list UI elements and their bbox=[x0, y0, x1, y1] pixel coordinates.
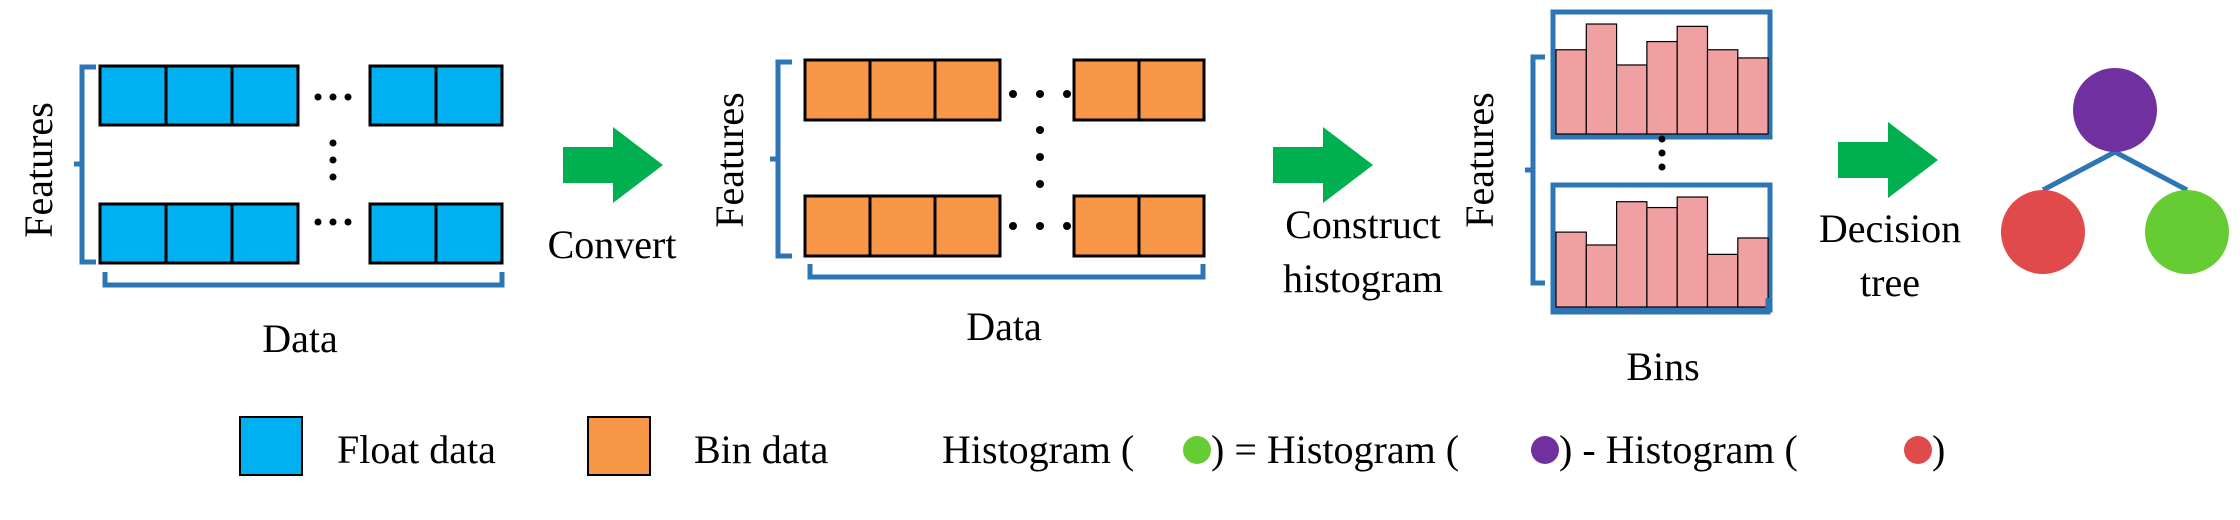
decision-tree bbox=[2001, 68, 2229, 274]
float-data-label: Data bbox=[262, 316, 338, 361]
bin-features-label: Features bbox=[707, 92, 752, 228]
bin-data-panel: Features Data bbox=[707, 58, 1206, 349]
bin-data-label: Data bbox=[966, 304, 1042, 349]
decision-label-line2: tree bbox=[1860, 260, 1920, 305]
bin-ellipsis bbox=[1009, 90, 1071, 230]
decision-label-line1: Decision bbox=[1819, 206, 1961, 251]
bin-data-bracket bbox=[807, 264, 1206, 280]
bottom-histogram bbox=[1555, 196, 1769, 308]
tree-left-node bbox=[2001, 190, 2085, 274]
float-data-cell bbox=[368, 202, 438, 265]
construct-arrow bbox=[1273, 127, 1373, 203]
bin-data-swatch bbox=[587, 416, 651, 476]
float-data-cell bbox=[98, 202, 168, 265]
float-data-cell bbox=[164, 64, 234, 127]
float-data-cell bbox=[434, 202, 504, 265]
float-cells bbox=[98, 64, 504, 265]
equation-green-dot bbox=[1183, 436, 1211, 464]
histogram-equation-part3: ) - Histogram ( bbox=[1559, 427, 1798, 472]
bin-data-cell bbox=[1072, 58, 1141, 122]
bin-data-cell bbox=[803, 194, 872, 258]
top-histogram-bar bbox=[1615, 64, 1648, 135]
bin-data-cell bbox=[868, 194, 937, 258]
bin-data-cell bbox=[1137, 58, 1206, 122]
top-histogram-bar bbox=[1646, 40, 1678, 135]
top-histogram-bar bbox=[1676, 25, 1709, 135]
bin-data-cell bbox=[1137, 194, 1206, 258]
float-features-bracket bbox=[74, 64, 96, 265]
bin-data-cell bbox=[1072, 194, 1141, 258]
float-data-cell bbox=[434, 64, 504, 127]
bottom-histogram-bar bbox=[1585, 244, 1618, 308]
tree-edge-right bbox=[2113, 149, 2189, 193]
bottom-histogram-bar bbox=[1706, 253, 1739, 308]
histogram-features-label: Features bbox=[1457, 92, 1502, 228]
float-data-cell bbox=[368, 64, 438, 127]
float-data-cell bbox=[230, 64, 300, 127]
float-ellipsis bbox=[314, 93, 352, 226]
convert-label: Convert bbox=[548, 222, 677, 267]
bin-data-cell bbox=[933, 194, 1002, 258]
construct-label-line1: Construct bbox=[1285, 202, 1441, 247]
float-data-legend-label: Float data bbox=[337, 427, 496, 472]
equation-purple-dot bbox=[1531, 436, 1559, 464]
bin-data-cell bbox=[933, 58, 1002, 122]
bin-data-cell bbox=[868, 58, 937, 122]
float-data-swatch bbox=[239, 416, 303, 476]
histogram-equation-part1: Histogram ( bbox=[942, 427, 1134, 472]
top-histogram bbox=[1555, 23, 1769, 135]
bottom-histogram-bar bbox=[1646, 206, 1678, 308]
bottom-histogram-bar bbox=[1555, 231, 1587, 308]
tree-right-node bbox=[2145, 190, 2229, 274]
top-histogram-bar bbox=[1706, 49, 1739, 135]
bottom-histogram-bar bbox=[1615, 201, 1648, 308]
histogram-ellipsis bbox=[1658, 135, 1666, 171]
float-data-cell bbox=[230, 202, 300, 265]
histogram-equation-part4: ) bbox=[1932, 427, 1945, 472]
bottom-histogram-bar bbox=[1737, 237, 1769, 308]
float-data-cell bbox=[164, 202, 234, 265]
float-data-cell bbox=[98, 64, 168, 127]
top-histogram-bar bbox=[1737, 57, 1769, 135]
bin-cells bbox=[803, 58, 1206, 258]
equation-red-dot bbox=[1904, 436, 1932, 464]
bottom-histogram-bar bbox=[1676, 196, 1709, 308]
construct-label-line2: histogram bbox=[1283, 256, 1443, 301]
float-data-panel: Features Data bbox=[16, 64, 505, 361]
top-histogram-bar bbox=[1555, 49, 1587, 135]
histogram-panel: Features Bins bbox=[1457, 9, 1773, 389]
bin-features-bracket bbox=[770, 59, 792, 259]
bin-data-legend-label: Bin data bbox=[694, 427, 829, 472]
histogram-features-bracket bbox=[1525, 54, 1545, 286]
float-data-bracket bbox=[102, 272, 505, 288]
histogram-bins-bracket bbox=[1550, 298, 1771, 315]
float-features-label: Features bbox=[16, 102, 61, 238]
legend: Float data Bin data Histogram ( ) = Hist… bbox=[239, 416, 1945, 476]
bin-data-cell bbox=[803, 58, 872, 122]
tree-root-node bbox=[2073, 68, 2157, 152]
convert-arrow bbox=[563, 127, 663, 203]
tree-edge-left bbox=[2041, 149, 2117, 193]
bins-label: Bins bbox=[1626, 344, 1699, 389]
decision-arrow bbox=[1838, 122, 1938, 198]
top-histogram-bar bbox=[1585, 23, 1618, 135]
histogram-equation-part2: ) = Histogram ( bbox=[1211, 427, 1459, 472]
